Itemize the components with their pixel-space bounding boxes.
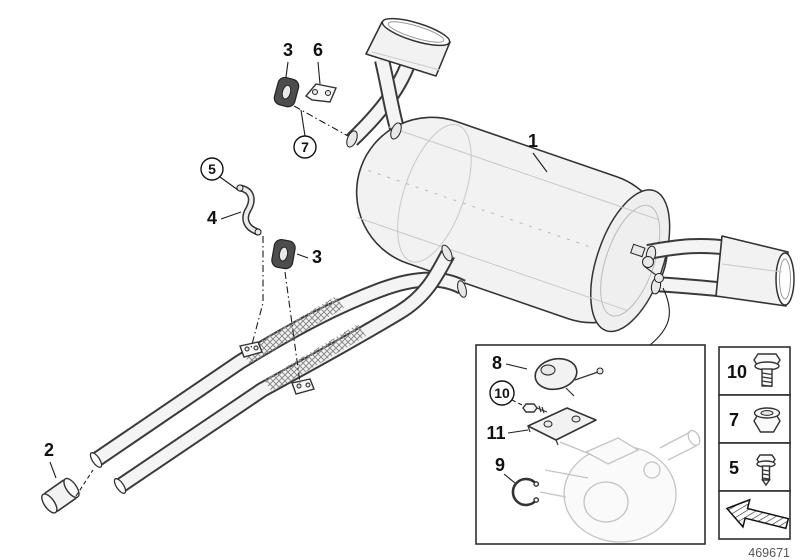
callout-5-circle[interactable] — [200, 157, 224, 181]
mount-holder — [304, 83, 337, 103]
retaining-ring — [511, 477, 540, 507]
callout-6[interactable]: 6 — [313, 40, 323, 60]
exhaust-flap-fitting — [630, 243, 664, 283]
top-tailpipe-assembly — [346, 17, 451, 146]
flange-bolt-icon — [753, 353, 781, 388]
exhaust-tip-right — [715, 235, 789, 307]
callout-7[interactable]: 7 — [301, 139, 309, 155]
inset-detail-box: 8 10 11 9 — [475, 344, 706, 545]
callout-8[interactable]: 8 — [492, 353, 502, 373]
legend-fasteners: 10 7 5 — [718, 346, 791, 540]
rubber-mount-mid — [271, 238, 296, 270]
callout-9[interactable]: 9 — [495, 455, 505, 475]
inlet-collar-left — [346, 130, 358, 148]
leader-to-inset — [649, 287, 670, 346]
callout-10[interactable]: 10 — [494, 385, 510, 401]
mount-bracket — [236, 184, 262, 236]
callout-3-top[interactable]: 3 — [283, 40, 293, 60]
pipe-bracket-lower — [291, 378, 315, 395]
direction-of-travel-arrow-icon — [725, 498, 790, 530]
legend-box-screw — [718, 442, 791, 492]
rear-silencer — [346, 116, 671, 333]
inset-bolt — [522, 403, 548, 414]
flap-actuator — [534, 357, 604, 397]
legend-box-bolt — [718, 346, 791, 396]
screw-icon — [756, 454, 776, 487]
ghost-silencer-end-view — [539, 429, 701, 543]
front-pipes — [89, 244, 467, 494]
callout-5[interactable]: 5 — [208, 161, 216, 177]
callout-10-circle[interactable] — [489, 380, 515, 406]
callout-4[interactable]: 4 — [207, 208, 217, 228]
pipe-bracket-upper — [239, 341, 263, 358]
rubber-mount-top — [273, 76, 300, 108]
callout-7-circle[interactable] — [293, 135, 317, 159]
right-tailpipe-assembly — [630, 235, 795, 346]
legend-nut-label[interactable]: 7 — [729, 410, 739, 430]
pipe-clamp — [41, 477, 80, 514]
document-number: 469671 — [748, 546, 790, 560]
legend-bolt-label[interactable]: 10 — [727, 362, 747, 382]
callout-2[interactable]: 2 — [44, 440, 54, 460]
flap-bracket-plate — [527, 407, 597, 446]
flange-nut-icon — [753, 407, 781, 433]
callout-3-mid[interactable]: 3 — [312, 247, 322, 267]
inlet-collar-right — [390, 122, 402, 140]
flex-braid-lower — [264, 324, 366, 392]
callout-1[interactable]: 1 — [528, 131, 538, 151]
callout-11[interactable]: 11 — [486, 423, 505, 443]
legend-screw-label[interactable]: 5 — [729, 458, 739, 478]
